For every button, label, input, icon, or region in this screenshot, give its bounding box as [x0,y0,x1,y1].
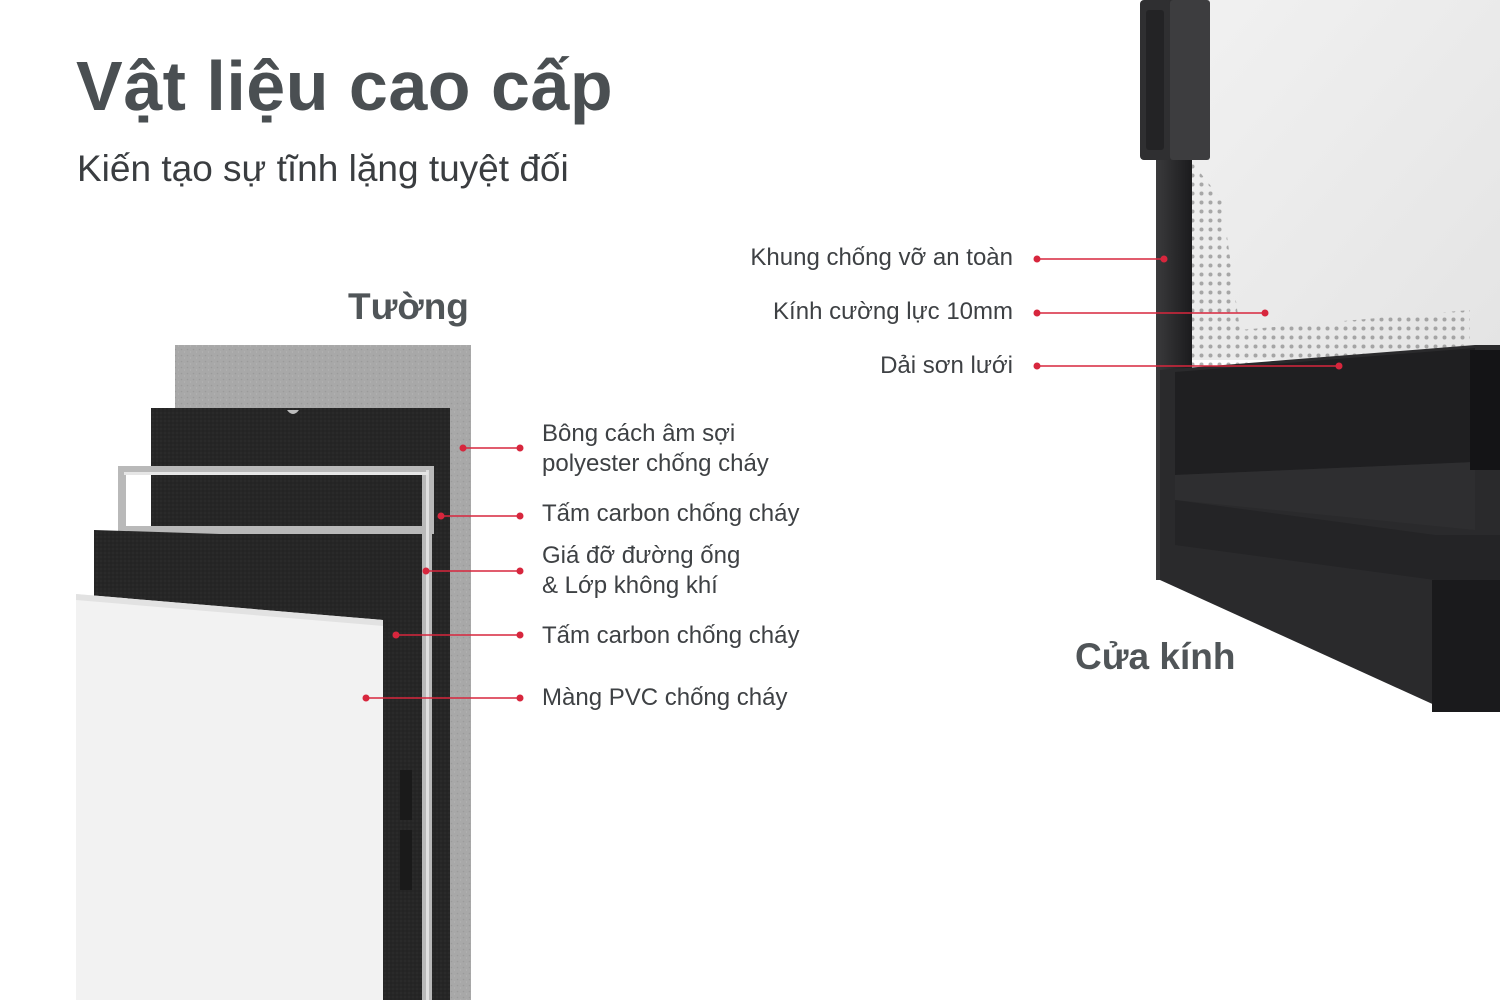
wall-layer-pvc-membrane [76,594,383,1000]
door-frit-band [1190,160,1470,380]
page-title: Vật liệu cao cấp [76,47,614,125]
wall-label-carbon-rear: Tấm carbon chống cháy [542,500,800,527]
wall-callouts [362,444,524,702]
wall-layer-pipe-stud [118,466,434,1000]
wall-layer-stack [76,345,471,1000]
wall-section-title: Tường [348,286,469,327]
door-label-glass: Kính cường lực 10mm [773,298,1013,325]
wall-label-pvc: Màng PVC chống cháy [542,684,788,711]
glass-door-section [1140,0,1500,712]
door-hinge-icon [1140,0,1210,160]
wall-label-pipe-stud: Giá đỡ đường ống & Lớp không khí [542,542,741,599]
door-section-title: Cửa kính [1075,636,1236,677]
door-callouts [1033,255,1343,370]
door-label-frame: Khung chống vỡ an toàn [750,244,1013,271]
door-label-frit: Dải sơn lưới [880,352,1013,379]
door-glass-pane [1190,0,1500,360]
wall-label-carbon-front: Tấm carbon chống cháy [542,622,800,649]
page-subtitle: Kiến tạo sự tĩnh lặng tuyệt đối [77,148,569,189]
wall-label-polyester: Bông cách âm sợi polyester chống cháy [542,420,769,477]
